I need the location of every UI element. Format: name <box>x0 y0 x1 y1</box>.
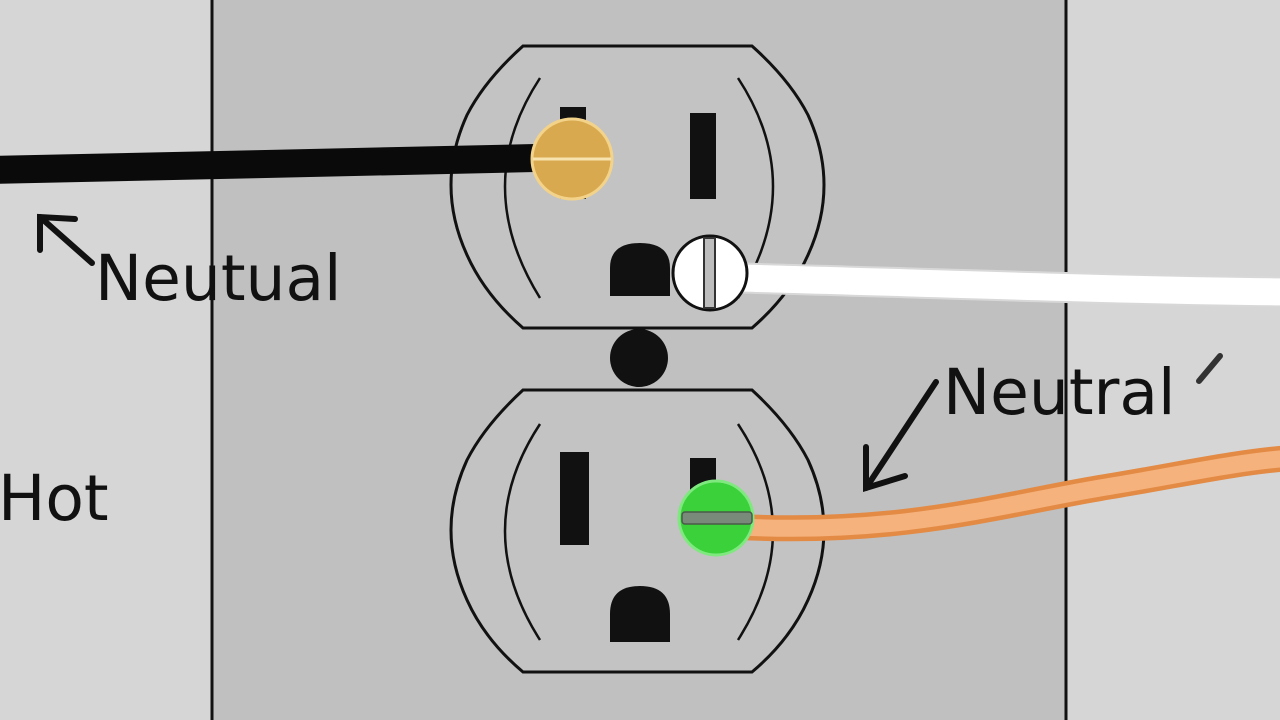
hot-wire <box>0 144 536 184</box>
lower-ground-hole <box>610 586 670 642</box>
arrow-down-left-icon <box>863 379 939 493</box>
lower-inner-arc-left <box>503 423 542 641</box>
green-ground-screw-icon <box>677 479 755 557</box>
neutral-wire <box>739 264 1280 306</box>
hot-label: Hot <box>0 462 109 535</box>
neutral-right-label: Neutral <box>943 356 1176 429</box>
pen-stroke-mark <box>1196 353 1223 384</box>
upper-inner-arc-left <box>503 77 542 299</box>
lower-neutral-slot <box>560 452 589 545</box>
lower-receptacle <box>449 388 826 674</box>
lower-receptacle-face <box>449 388 826 674</box>
arrow-up-left-icon <box>37 213 95 266</box>
mounting-screw <box>610 329 668 387</box>
silver-terminal-screw-icon <box>671 234 749 312</box>
neutral-top-label: Neutual <box>95 242 342 315</box>
upper-ground-hole <box>610 243 670 296</box>
brass-terminal-screw-icon <box>530 117 614 201</box>
upper-hot-slot <box>690 113 716 199</box>
ground-wire <box>739 450 1280 537</box>
